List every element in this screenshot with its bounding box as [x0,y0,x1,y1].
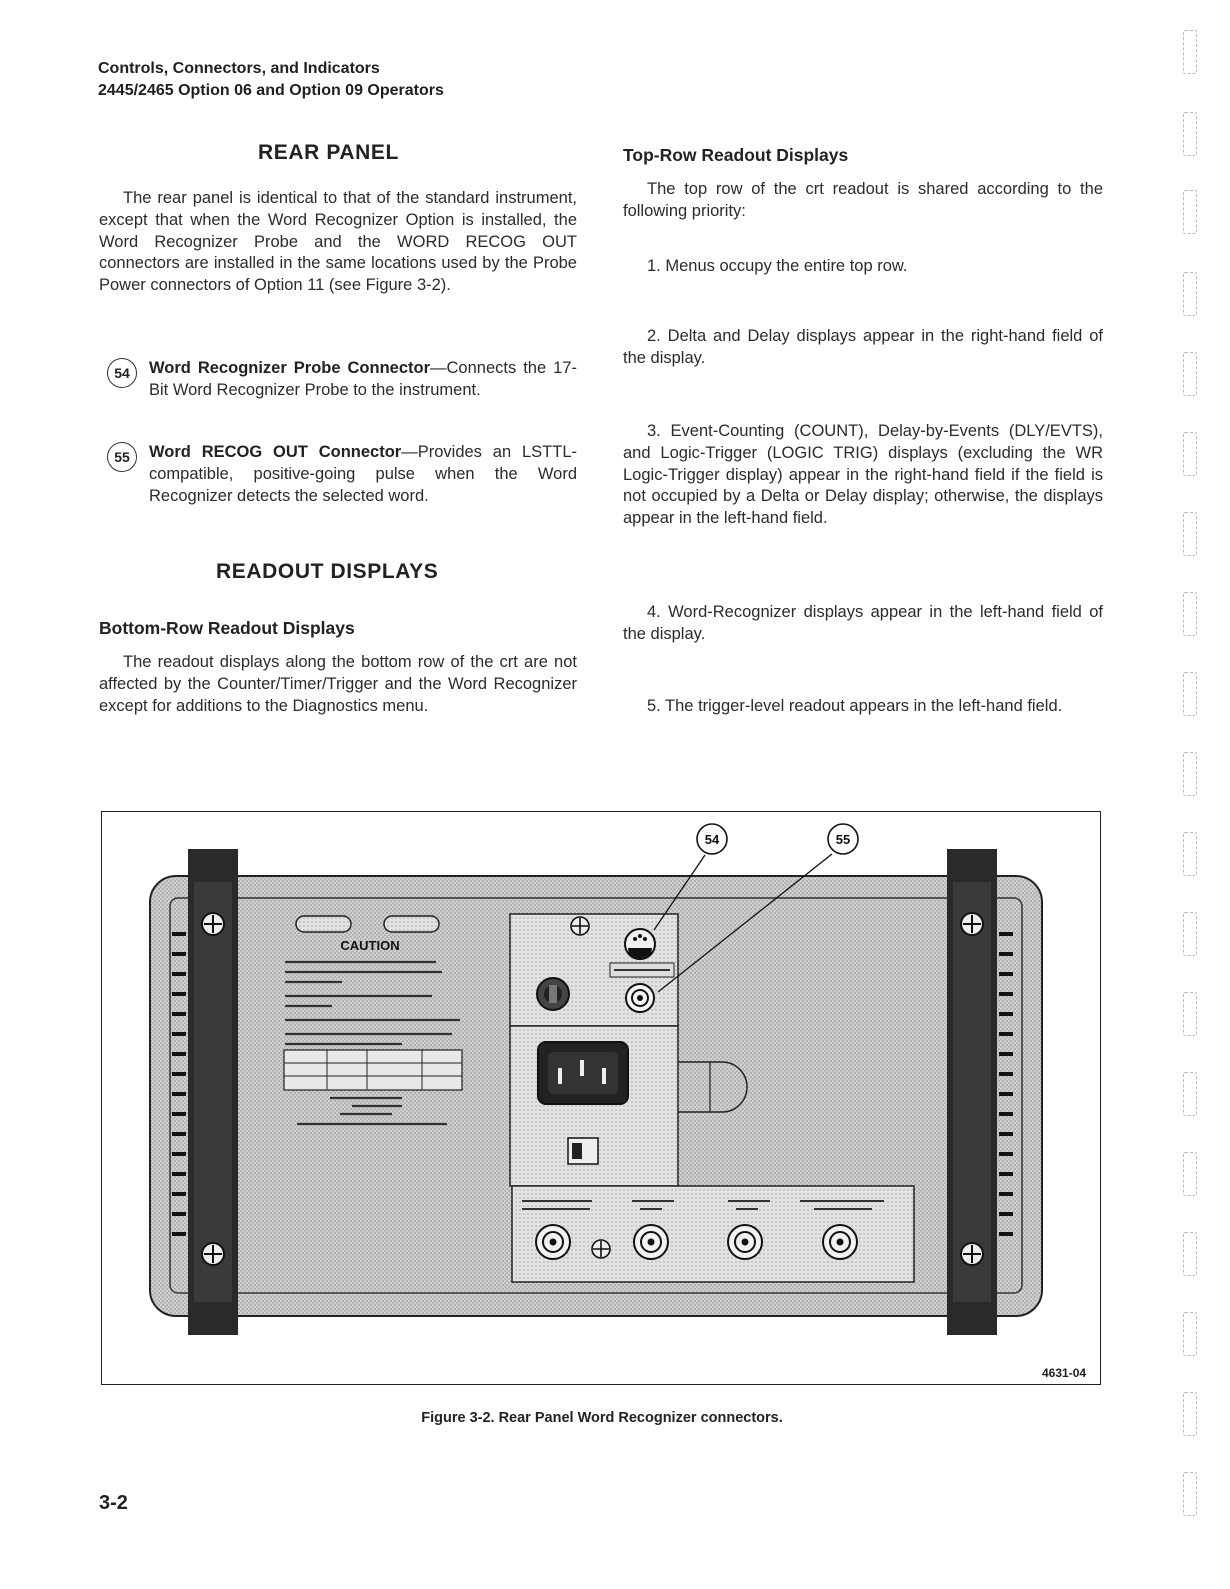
word-recog-out-connector [625,983,655,1013]
figure-caption: Figure 3-2. Rear Panel Word Recognizer c… [421,1410,783,1426]
callout-item-55: 55 Word RECOG OUT Connector—Provides an … [99,442,577,507]
power-inlet [537,1041,629,1105]
callout-number-55: 55 [107,442,137,472]
callout-item-54: 54 Word Recognizer Probe Connector—Conne… [99,358,577,402]
caution-label: CAUTION [283,915,463,1126]
bottom-row-heading: Bottom-Row Readout Displays [99,618,355,638]
bottom-row-paragraph: The readout displays along the bottom ro… [99,653,577,715]
item-54-text: —Connects the 17-Bit Word Recognizer Pro… [149,359,577,399]
item-55-title: Word RECOG OUT Connector [149,443,402,461]
callout-number-54: 54 [107,358,137,388]
priority-item-1: 1. Menus occupy the entire top row. [647,257,908,275]
callout-55-marker: 55 [657,823,859,993]
rear-panel-heading: REAR PANEL [258,141,399,164]
item-54-title: Word Recognizer Probe Connector [149,359,431,377]
figure-frame: CAUTION [101,811,1101,1385]
figure-callout-55: 55 [836,832,850,847]
word-recognizer-probe-connector [624,928,656,960]
item-55-text: —Provides an LSTTL-compatible, positive-… [149,443,577,505]
callout-54-marker: 54 [653,823,728,931]
bnc-connectors [535,1224,858,1260]
priority-item-5: 5. The trigger-level readout appears in … [647,697,1063,715]
rear-panel-paragraph: The rear panel is identical to that of t… [99,189,577,295]
rear-panel-illustration: CAUTION [149,823,1043,1335]
top-row-heading: Top-Row Readout Displays [623,145,849,165]
caution-text: CAUTION [340,938,399,953]
running-header: Controls, Connectors, and Indicators 244… [98,58,444,102]
priority-item-2: 2. Delta and Delay displays appear in th… [623,327,1103,367]
priority-item-3: 3. Event-Counting (COUNT), Delay-by-Even… [623,422,1103,528]
page-number: 3-2 [99,1492,128,1514]
right-handle [947,849,1013,1335]
left-handle [172,849,238,1335]
figure-callout-54: 54 [705,832,720,847]
header-line-1: Controls, Connectors, and Indicators [98,60,380,77]
top-row-intro: The top row of the crt readout is shared… [623,180,1103,220]
header-line-2: 2445/2465 Option 06 and Option 09 Operat… [98,82,444,99]
readout-displays-heading: READOUT DISPLAYS [216,560,439,583]
priority-item-4: 4. Word-Recognizer displays appear in th… [623,603,1103,643]
figure-number: 4631-04 [1042,1366,1087,1380]
